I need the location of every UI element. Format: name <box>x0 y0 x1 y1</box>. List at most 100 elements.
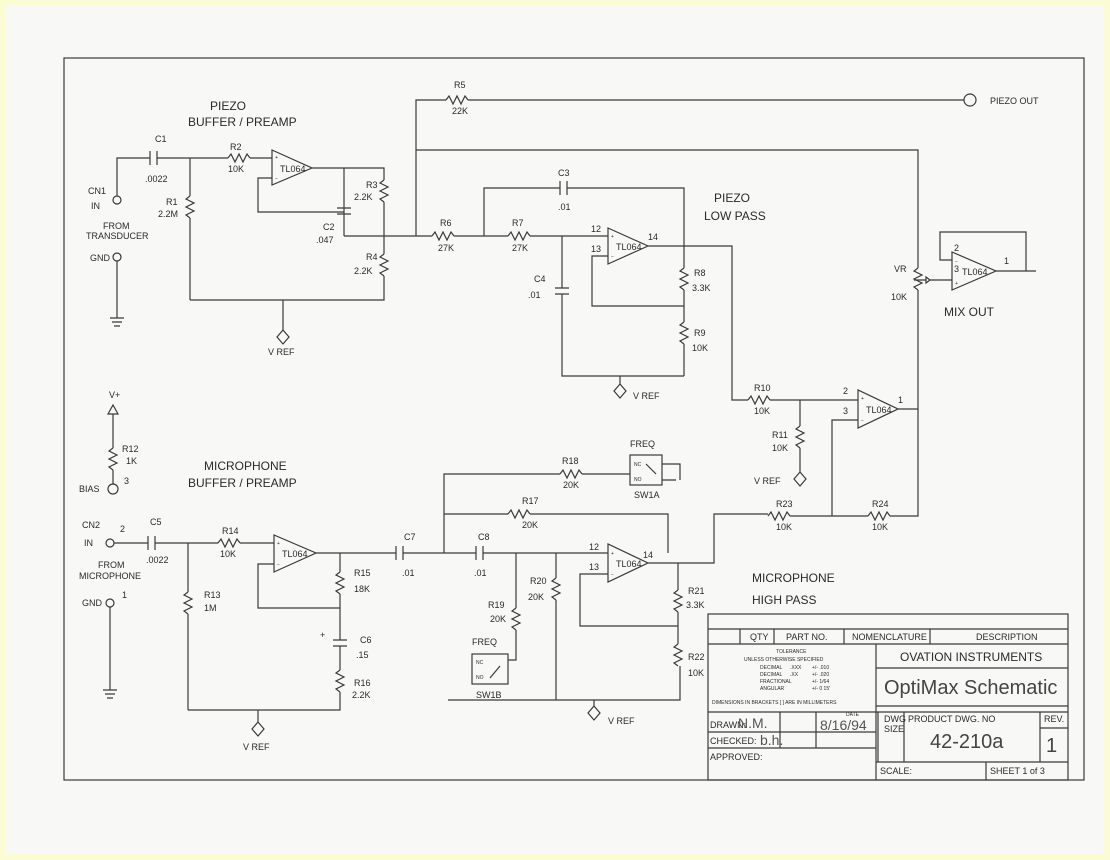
svg-text:−: − <box>275 176 278 182</box>
r14-resistor: R14 10K <box>217 526 241 559</box>
svg-text:+/- 1/64: +/- 1/64 <box>812 679 829 685</box>
svg-text:20K: 20K <box>563 480 579 490</box>
mic-buffer-subtitle: BUFFER / PREAMP <box>188 476 297 490</box>
svg-text:CN2: CN2 <box>82 520 100 530</box>
svg-text:R20: R20 <box>530 576 547 586</box>
svg-text:C5: C5 <box>150 517 162 527</box>
c8-capacitor: C8 .01 <box>474 532 608 578</box>
svg-text:R11: R11 <box>772 430 788 440</box>
svg-text:NOMENCLATURE: NOMENCLATURE <box>852 632 927 642</box>
svg-text:1K: 1K <box>126 456 137 466</box>
svg-text:18K: 18K <box>354 584 370 594</box>
svg-text:TOLERANCE: TOLERANCE <box>776 649 807 655</box>
r15-resistor: R15 18K <box>335 568 371 640</box>
c5-capacitor: C5 .0022 <box>146 517 169 565</box>
svg-text:2.2K: 2.2K <box>352 690 371 700</box>
op-amp-mix: +− TL064 2 3 1 <box>843 386 903 429</box>
svg-text:PART NO.: PART NO. <box>786 632 828 642</box>
svg-text:+: + <box>861 396 864 402</box>
title-block: QTY PART NO. NOMENCLATURE DESCRIPTION TO… <box>707 613 1069 781</box>
op-amp-mic-highpass: +− TL064 12 13 14 <box>589 542 653 583</box>
piezo-buffer-title: PIEZO <box>210 99 246 113</box>
r24-resistor: R24 10K <box>867 499 891 532</box>
vref-3: V REF <box>754 471 807 487</box>
op-amp-mic-buffer: +− TL064 <box>273 534 318 573</box>
svg-text:APPROVED:: APPROVED: <box>710 752 763 762</box>
svg-text:FREQ: FREQ <box>630 439 655 449</box>
piezo-out-terminal: PIEZO OUT <box>963 93 1039 107</box>
r22-resistor: R22 10K <box>673 643 705 678</box>
r1-resistor: R1 2.2M <box>158 158 195 300</box>
svg-text:10K: 10K <box>891 292 907 302</box>
r19-resistor: R19 20K <box>488 600 521 661</box>
svg-text:R5: R5 <box>454 80 466 90</box>
svg-text:R24: R24 <box>872 499 889 509</box>
svg-text:10K: 10K <box>772 443 788 453</box>
svg-text:V REF: V REF <box>243 742 270 752</box>
svg-text:R9: R9 <box>694 328 706 338</box>
svg-text:2.2K: 2.2K <box>354 192 373 202</box>
svg-text:V REF: V REF <box>268 347 295 357</box>
vref-2: V REF <box>613 376 660 401</box>
c4-capacitor: C4 .01 <box>528 274 684 377</box>
vr-potentiometer: VR 10K <box>891 264 931 302</box>
sw1a-freq-switch: FREQ NC NO SW1A <box>629 439 681 500</box>
svg-text:NO: NO <box>476 675 484 681</box>
svg-text:R21: R21 <box>688 586 705 596</box>
svg-text:TL064: TL064 <box>616 559 642 569</box>
svg-text:V REF: V REF <box>754 476 781 486</box>
svg-text:DIMENSIONS IN BRACKETS [ ] ARE: DIMENSIONS IN BRACKETS [ ] ARE IN MILLIM… <box>712 700 837 706</box>
svg-text:10K: 10K <box>688 668 704 678</box>
svg-text:DECIMAL: DECIMAL <box>760 665 782 671</box>
svg-text:−: − <box>861 418 864 424</box>
svg-text:.XX: .XX <box>790 672 799 678</box>
svg-text:C1: C1 <box>155 134 167 144</box>
svg-text:PIEZO OUT: PIEZO OUT <box>990 96 1039 106</box>
svg-text:+: + <box>611 551 614 557</box>
svg-text:20K: 20K <box>522 520 538 530</box>
svg-text:+/- .020: +/- .020 <box>812 672 829 678</box>
svg-text:42-210a: 42-210a <box>930 731 1004 753</box>
svg-text:10K: 10K <box>872 522 888 532</box>
c1-capacitor: C1 .0022 <box>145 134 168 184</box>
svg-text:+: + <box>277 541 280 547</box>
svg-text:MICROPHONE: MICROPHONE <box>79 571 141 581</box>
svg-text:2: 2 <box>954 243 959 253</box>
svg-text:2.2K: 2.2K <box>354 266 373 276</box>
piezo-lowpass-title: PIEZO <box>714 191 750 205</box>
c2-capacitor: C2 .047 <box>316 207 351 245</box>
svg-text:N.M.: N.M. <box>738 715 768 731</box>
svg-text:R7: R7 <box>512 218 524 228</box>
r6-resistor: R6 27K <box>431 218 455 253</box>
svg-text:27K: 27K <box>438 243 454 253</box>
svg-text:C7: C7 <box>404 532 416 542</box>
svg-text:.01: .01 <box>402 568 415 578</box>
svg-text:12: 12 <box>589 542 599 552</box>
r8-resistor: R8 3.3K <box>679 246 711 322</box>
svg-text:+: + <box>611 234 614 240</box>
svg-text:2: 2 <box>120 524 125 534</box>
svg-text:.01: .01 <box>528 290 541 300</box>
svg-text:14: 14 <box>648 232 658 242</box>
svg-text:3: 3 <box>954 264 959 274</box>
svg-text:R16: R16 <box>354 678 371 688</box>
r13-resistor: R13 1M <box>183 543 221 710</box>
r11-resistor: R11 10K <box>772 425 805 472</box>
r10-resistor: R10 10K <box>747 383 771 416</box>
svg-text:−: − <box>955 259 958 265</box>
svg-text:R18: R18 <box>562 456 579 466</box>
svg-text:C6: C6 <box>360 635 372 645</box>
svg-text:−: − <box>611 572 614 578</box>
svg-text:TL064: TL064 <box>280 164 306 174</box>
svg-text:OVATION INSTRUMENTS: OVATION INSTRUMENTS <box>900 650 1042 664</box>
svg-text:27K: 27K <box>512 243 528 253</box>
svg-text:12: 12 <box>591 224 601 234</box>
v-plus-supply: V+ <box>106 390 120 448</box>
cn2-connector: CN2 IN 2 FROM MICROPHONE GND 1 <box>79 520 141 608</box>
mic-highpass-title: MICROPHONE <box>752 571 835 585</box>
svg-text:DWG: DWG <box>884 714 906 724</box>
svg-text:SHEET 1 of 3: SHEET 1 of 3 <box>990 766 1045 776</box>
svg-text:8/16/94: 8/16/94 <box>820 717 867 733</box>
svg-text:SW1B: SW1B <box>476 690 502 700</box>
